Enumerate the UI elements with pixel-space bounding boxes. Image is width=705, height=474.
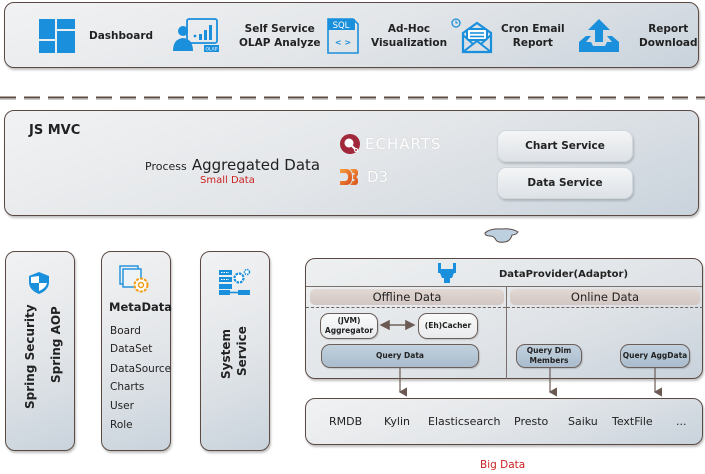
offline-dashed-line [306,307,506,308]
echarts-logo: ECHARTS [339,133,442,155]
clock-icon [451,18,461,28]
data-provider-header: DataProvider(Adaptor) [306,259,702,287]
upload-tray-icon [579,19,619,52]
layer-title: JS MVC [29,123,81,138]
echarts-icon [340,134,360,154]
query-aggdata-node[interactable]: Query AggData [620,344,690,368]
feature-dashboard[interactable]: Dashboard [39,3,153,69]
metadata-item: DataSource [110,363,172,375]
layer-connector-icon [484,228,519,243]
query-data-node[interactable]: Query Data [321,344,479,368]
echarts-label: ECHARTS [365,135,442,153]
svg-text:< >: < > [335,38,351,47]
metadata-item: User [110,400,134,412]
feature-label: Report Download [639,23,698,49]
datasource-rmdb: RMDB [329,415,363,428]
metadata-item: Charts [110,381,145,393]
feature-adhoc[interactable]: SQL < > Ad-Hoc Visualization [327,3,447,69]
node-label: Query Data [376,351,424,360]
svg-text:OLAP: OLAP [206,47,218,53]
feature-label: Cron Email Report [501,23,565,49]
d3-icon [340,169,358,185]
feature-label: Dashboard [89,30,154,42]
d3-logo: D3 [339,167,388,187]
d3-label: D3 [367,168,389,186]
query-dim-members-node[interactable]: Query Dim Members [516,344,582,368]
node-label: (Eh)Cacher [424,321,472,330]
offline-data-header: Offline Data [310,289,504,305]
feature-olap[interactable]: OLAP Self Service OLAP Analyze [171,3,320,69]
process-aggregated-data: Process Aggregated Data [145,155,320,174]
dashboard-grid-icon [39,19,75,53]
spring-aop-label: Spring AOP [49,306,63,383]
offline-online-divider [506,287,507,379]
online-dashed-line [507,307,703,308]
service-label: Service [235,326,249,376]
feature-label: Self Service OLAP Analyze [239,23,321,49]
datasource-saiku: Saiku [568,415,598,428]
server-settings-icon [219,268,251,295]
datasource-more: ... [676,415,687,428]
metadata-item: Board [110,325,141,337]
datasource-kylin: Kylin [384,415,411,428]
eh-cacher-node[interactable]: (Eh)Cacher [418,313,478,339]
node-label: Query AggData [622,351,688,360]
layer-separator [0,96,705,100]
data-provider-title: DataProvider(Adaptor) [499,269,629,280]
feature-label: Ad-Hoc Visualization [371,23,448,49]
js-mvc-layer: JS MVC Process Aggregated Data Small Dat… [4,110,699,216]
jvm-aggregator-node[interactable]: (JVM) Aggregator [320,313,378,339]
feature-cron-email[interactable]: Cron Email Report [451,3,565,69]
metadata-title: MetaData [109,300,173,314]
system-service-panel: System Service [200,251,270,451]
metadata-gear-icon [119,265,149,293]
plug-adaptor-icon [438,263,456,283]
system-label: System [219,329,233,379]
data-service-button[interactable]: Data Service [497,167,633,199]
spring-security-label: Spring Security [23,304,37,409]
data-sources-panel: RMDB Kylin Elasticsearch Presto Saiku Te… [305,398,703,445]
scheduled-email-icon [451,18,493,54]
metadata-item: Role [110,419,133,431]
metadata-item: DataSet [110,343,153,355]
node-label: Query Dim Members [526,346,572,365]
datasource-elasticsearch: Elasticsearch [428,415,501,428]
sql-code-icon: SQL < > [327,18,359,54]
small-data-caption: Small Data [200,175,255,186]
process-main: Aggregated Data [191,156,321,174]
metadata-panel: MetaData Board DataSet DataSource Charts… [101,251,173,451]
datasource-textfile: TextFile [612,415,653,428]
olap-presenter-icon: OLAP [173,18,219,53]
chart-service-button[interactable]: Chart Service [497,130,633,162]
process-prefix: Process [145,160,187,173]
big-data-caption: Big Data [480,459,526,471]
node-label: (JVM) Aggregator [324,316,374,335]
feature-bar: Dashboard OLAP Self Service OLAP Analyze… [4,2,699,68]
datasource-presto: Presto [514,415,549,428]
shield-icon [29,272,49,294]
svg-text:SQL: SQL [333,21,350,31]
spring-panel: Spring Security Spring AOP [5,251,75,451]
feature-report-download[interactable]: Report Download [577,3,698,69]
data-provider-panel: DataProvider(Adaptor) Offline Data Onlin… [305,258,703,379]
online-data-header: Online Data [510,289,700,305]
